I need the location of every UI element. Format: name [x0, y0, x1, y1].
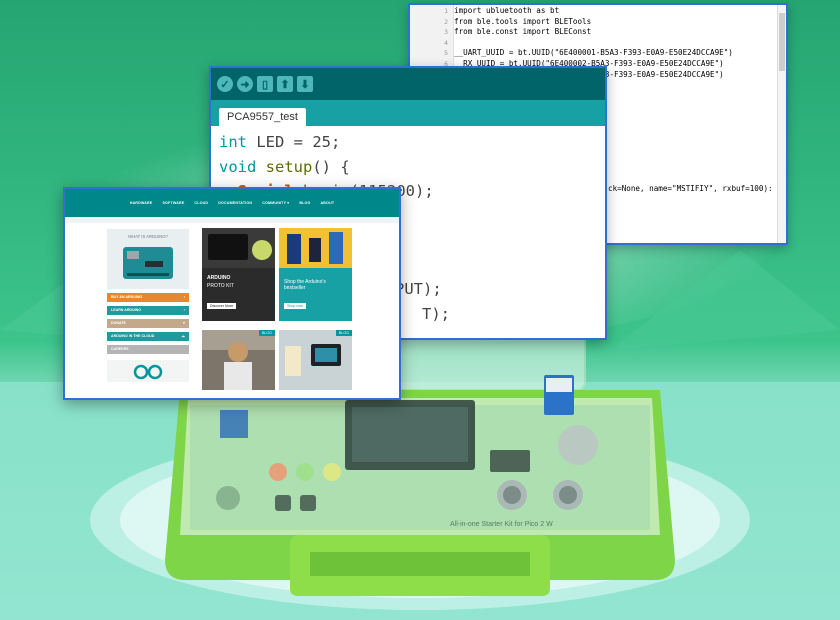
- arduino-website-window[interactable]: HARDWARE SOFTWARE CLOUD DOCUMENTATION CO…: [63, 187, 401, 400]
- code-line: void setup() {: [219, 157, 350, 176]
- cart-icon: ▪: [183, 295, 185, 299]
- blog-card[interactable]: BLOG: [279, 330, 352, 390]
- bestseller-image: [279, 228, 352, 268]
- nav-blog[interactable]: BLOG: [299, 201, 311, 205]
- donate-button[interactable]: DONATE♥: [107, 319, 189, 328]
- careers-button[interactable]: CAREERS: [107, 345, 189, 354]
- code-line-partial: ck=None, name="MSTIFIY", rxbuf=100):: [608, 184, 773, 193]
- nav-about[interactable]: ABOUT: [320, 201, 335, 205]
- proto-kit-card[interactable]: ARDUINO PROTO KIT Discover More: [202, 228, 275, 321]
- vertical-scrollbar[interactable]: [777, 5, 786, 243]
- save-icon[interactable]: ⬇: [297, 76, 313, 92]
- arduino-logo: [107, 360, 189, 382]
- upload-icon[interactable]: ➜: [237, 76, 253, 92]
- nav-cloud[interactable]: CLOUD: [194, 201, 209, 205]
- book-icon: ▪: [183, 308, 185, 312]
- code-line: 4: [444, 38, 448, 47]
- nav-documentation[interactable]: DOCUMENTATION: [218, 201, 253, 205]
- arduino-board-image: [123, 247, 173, 279]
- code-line-partial: T);: [422, 304, 450, 323]
- svg-text:All-in-one Starter Kit for Pic: All-in-one Starter Kit for Pico 2 W: [450, 521, 553, 528]
- tab-pca9557-test[interactable]: PCA9557_test: [219, 108, 306, 126]
- sidebar: WHAT IS ARDUINO? BUY AN ARDUINO▪ LEARN A…: [107, 229, 189, 387]
- site-nav: HARDWARE SOFTWARE CLOUD DOCUMENTATION CO…: [65, 189, 399, 217]
- code-line: 5__UART_UUID = bt.UUID("6E400001-B5A3-F3…: [444, 48, 733, 58]
- nav-software[interactable]: SOFTWARE: [162, 201, 185, 205]
- discover-more-button[interactable]: Discover More: [207, 303, 237, 309]
- proto-kit-image: [202, 228, 275, 268]
- blog-tag: BLOG: [336, 330, 352, 336]
- blog-image: [202, 330, 275, 390]
- ide-toolbar: ✓ ➜ ▯ ⬆ ⬇: [211, 68, 605, 100]
- nav-hardware[interactable]: HARDWARE: [129, 201, 153, 205]
- code-line: int LED = 25;: [219, 133, 341, 151]
- blog-image: [279, 330, 352, 390]
- blog-card[interactable]: BLOG: [202, 330, 275, 390]
- nav-community[interactable]: COMMUNITY ▾: [262, 201, 290, 205]
- ide-tab-bar: PCA9557_test: [211, 100, 605, 126]
- shop-now-button[interactable]: Shop now: [284, 303, 306, 309]
- cloud-icon: ☁: [181, 334, 185, 338]
- bestseller-card[interactable]: Shop the Arduino's bestseller Shop now: [279, 228, 352, 321]
- blog-tag: BLOG: [259, 330, 275, 336]
- what-is-arduino-card[interactable]: WHAT IS ARDUINO?: [107, 229, 189, 289]
- learn-arduino-button[interactable]: LEARN ARDUINO▪: [107, 306, 189, 315]
- arduino-cloud-button[interactable]: ARDUINO IN THE CLOUD☁: [107, 332, 189, 341]
- code-line-partial: PUT);: [395, 280, 442, 298]
- open-icon[interactable]: ⬆: [277, 76, 293, 92]
- verify-icon[interactable]: ✓: [217, 76, 233, 92]
- scrollbar-thumb[interactable]: [779, 13, 785, 71]
- code-line: 6__RX_UUID = bt.UUID("6E400002-B5A3-F393…: [444, 58, 724, 68]
- buy-an-arduino-button[interactable]: BUY AN ARDUINO▪: [107, 293, 189, 302]
- nav-subbar: [65, 217, 399, 223]
- new-icon[interactable]: ▯: [257, 76, 273, 92]
- heart-icon: ♥: [182, 321, 185, 325]
